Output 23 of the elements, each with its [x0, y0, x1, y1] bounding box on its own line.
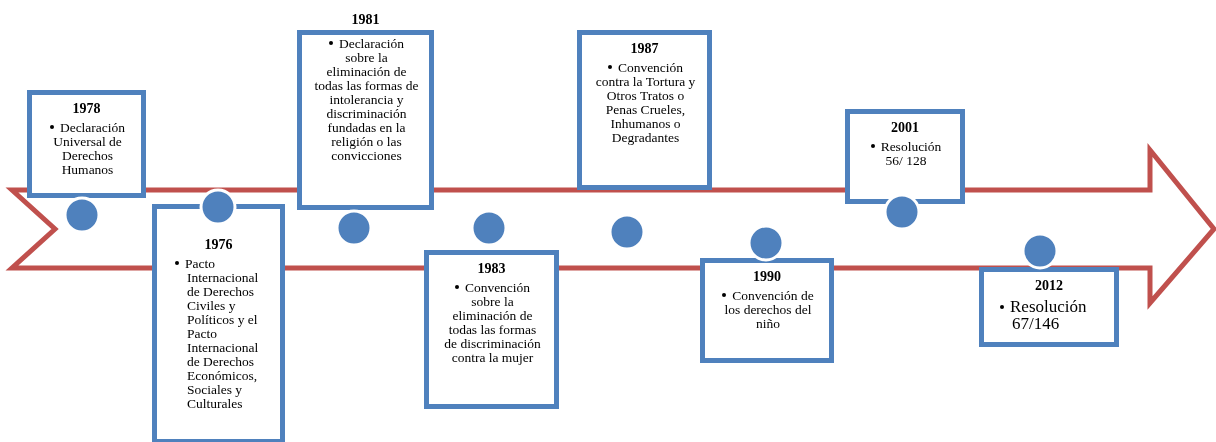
- event-description: Declaración Universal de Derechos Humanos: [42, 121, 131, 177]
- event-description: Convención de los derechos del niño: [721, 289, 815, 331]
- event-box: [979, 267, 1119, 347]
- event-box: [152, 204, 285, 442]
- year-heading: 1981: [350, 12, 381, 28]
- year-heading: 1987: [629, 41, 660, 57]
- event-description: Resolución 67/146: [994, 298, 1104, 332]
- event-box: [845, 109, 965, 204]
- year-heading: 1990: [752, 269, 782, 285]
- event-description: Convención contra la Tortura y Otros Tratos o Penas Crueles, Inhumanos o Degradantes: [594, 61, 697, 145]
- year-heading: 2012: [1034, 278, 1064, 294]
- year-heading: 1983: [476, 261, 507, 277]
- event-description: Pacto Internacional de Derechos Civiles y Políticos y el Pacto Internacional de Derechos Económicos, Sociales y Culturales: [167, 257, 270, 411]
- event-description: Declaración sobre la eliminación de todas las formas de intolerancia y discriminación fundadas en la religión o las convicciones: [313, 37, 419, 163]
- year-heading: 1978: [71, 101, 102, 117]
- event-box: [424, 250, 559, 409]
- event-box: [577, 30, 712, 190]
- year-heading: 2001: [890, 120, 920, 136]
- event-box: [700, 258, 834, 363]
- event-description: Convención sobre la eliminación de todas las formas de discriminación contra la mujer: [443, 281, 542, 365]
- event-description: Resolución 56/ 128: [860, 140, 950, 168]
- year-heading: 1976: [203, 237, 234, 253]
- event-box: [27, 90, 146, 198]
